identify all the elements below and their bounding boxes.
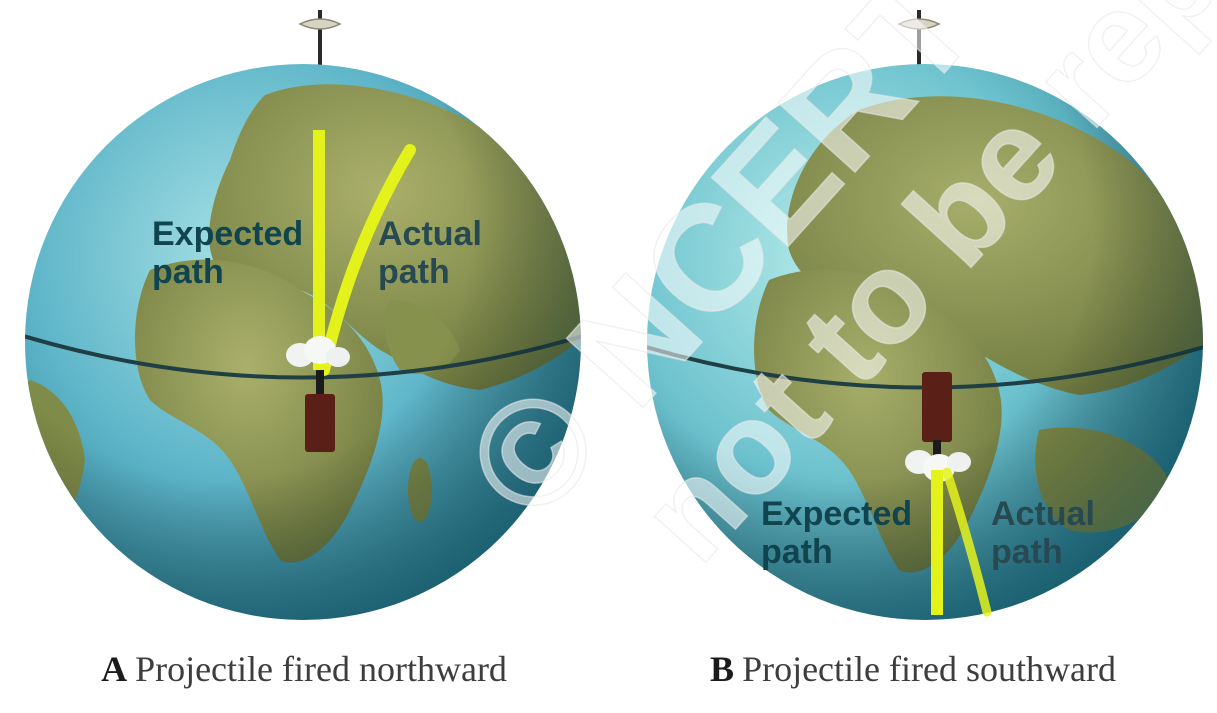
expected-path bbox=[931, 470, 943, 615]
caption-letter: A bbox=[101, 649, 127, 689]
actual-path-label: Actual path bbox=[378, 215, 482, 291]
polar-axis bbox=[300, 10, 340, 70]
expected-path-label: Expected path bbox=[761, 495, 912, 571]
caption-text: Projectile fired southward bbox=[742, 649, 1116, 689]
expected-path bbox=[313, 130, 325, 370]
globe-a bbox=[0, 0, 608, 640]
expected-path-label: Expected path bbox=[152, 215, 303, 291]
actual-path-label: Actual path bbox=[991, 495, 1095, 571]
caption-letter: B bbox=[710, 649, 734, 689]
caption-text: Projectile fired northward bbox=[135, 649, 507, 689]
polar-axis bbox=[899, 10, 939, 70]
globe-b bbox=[609, 0, 1217, 640]
